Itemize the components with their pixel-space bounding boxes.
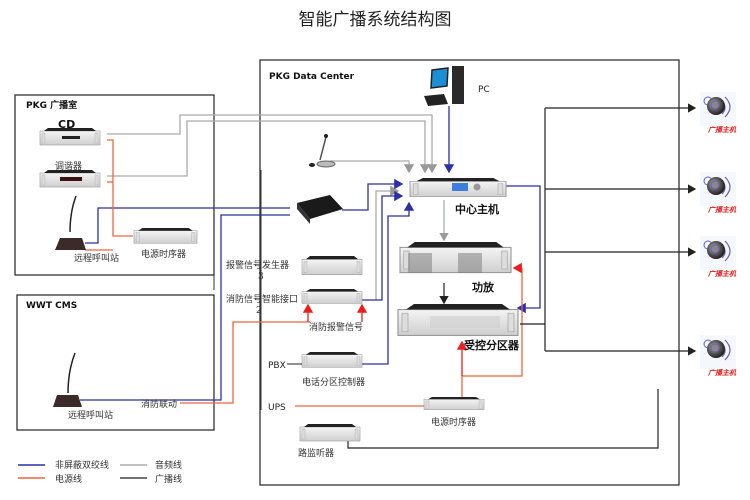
speaker-icon: [699, 334, 737, 370]
remote-station-1-label: 远程呼叫站: [74, 252, 119, 264]
line-monitor: [299, 423, 361, 442]
utp-line-fire-interface: [358, 190, 404, 301]
fire-signal-interface-number: 2: [256, 306, 262, 316]
power-line-sequencer: [461, 268, 523, 398]
data-center-label: PKG Data Center: [269, 72, 355, 82]
alarm-generator: [301, 255, 363, 276]
fire-alarm-signal-label: 消防报警信号: [309, 321, 363, 333]
pc-computer: [424, 66, 464, 106]
power-sequencer-1: [133, 227, 198, 244]
ups-label: UPS: [268, 403, 286, 413]
legend-label-power: 电源线: [55, 473, 82, 485]
utp-line-gateway: [342, 178, 404, 211]
alarm-generator-number: 3: [258, 272, 264, 282]
network-gateway: [297, 195, 343, 224]
fire-signal-interface: [301, 288, 363, 304]
legend-label-utp: 非屏蔽双绞线: [55, 459, 109, 471]
utp-line-host-to-zone: [505, 185, 541, 314]
tuner: [39, 169, 101, 188]
central-host: [409, 177, 507, 198]
legend: 非屏蔽双绞线 音频线 电源线 广播线: [18, 459, 182, 485]
data-center-box: [259, 59, 680, 486]
fire-signal-interface-label: 消防信号智能接口: [226, 293, 298, 305]
phone-zone-controller: [301, 351, 363, 368]
audio-line-mic: [330, 160, 415, 174]
cd-label: CD: [58, 118, 75, 131]
power-line-fire-linkage: [180, 321, 310, 404]
fire-linkage-label: 消防联动: [141, 398, 177, 410]
wwt-cms-label: WWT CMS: [26, 301, 77, 311]
speaker-icon: [699, 171, 737, 207]
pbx-label: PBX: [268, 361, 286, 371]
zone-controller-label: 受控分区器: [464, 338, 520, 352]
speaker-icon: [699, 91, 737, 127]
power-sequencer-1-label: 电源时序器: [141, 248, 186, 260]
audio-line-cd: [107, 114, 438, 174]
wwt-cms-box: [16, 294, 215, 431]
tuner-label: 调谐器: [55, 161, 82, 172]
audio-line-alarm: [375, 185, 400, 300]
utp-line-phone-controller: [360, 201, 415, 365]
speaker-4-label: 广播主机: [707, 368, 737, 377]
remote-station-2: [53, 352, 82, 407]
utp-line-station1: [85, 207, 290, 244]
utp-line-station2: [80, 214, 290, 401]
power-sequencer-2: [423, 396, 485, 411]
power-amplifier: [399, 241, 512, 274]
zone-controller: [397, 303, 519, 337]
speaker-1-label: 广播主机: [707, 125, 737, 134]
speaker-3-label: 广播主机: [707, 269, 737, 278]
alarm-generator-label: 报警信号发生器: [226, 259, 289, 271]
phone-zone-controller-label: 电话分区控制器: [302, 376, 365, 388]
power-line-room: [107, 139, 133, 237]
broadcast-line-monitor: [347, 389, 659, 449]
pc-label: PC: [478, 85, 490, 95]
broadcast-room-label: PKG 广播室: [26, 99, 77, 111]
diagram-title: 智能广播系统结构图: [299, 10, 452, 30]
legend-label-audio: 音频线: [155, 459, 182, 471]
central-host-label: 中心主机: [455, 202, 499, 216]
speaker-icon: [699, 235, 737, 271]
speaker-2-label: 广播主机: [707, 205, 737, 214]
cd-player: [39, 127, 101, 146]
remote-station-1: [55, 195, 86, 250]
audio-line-tuner: [107, 120, 431, 177]
amplifier-label: 功放: [472, 280, 495, 294]
power-sequencer-2-label: 电源时序器: [431, 416, 476, 428]
monitor-label: 路监听器: [298, 447, 334, 459]
desk-microphone: [309, 134, 336, 168]
legend-label-broadcast: 广播线: [155, 473, 182, 485]
remote-station-2-label: 远程呼叫站: [68, 409, 113, 421]
